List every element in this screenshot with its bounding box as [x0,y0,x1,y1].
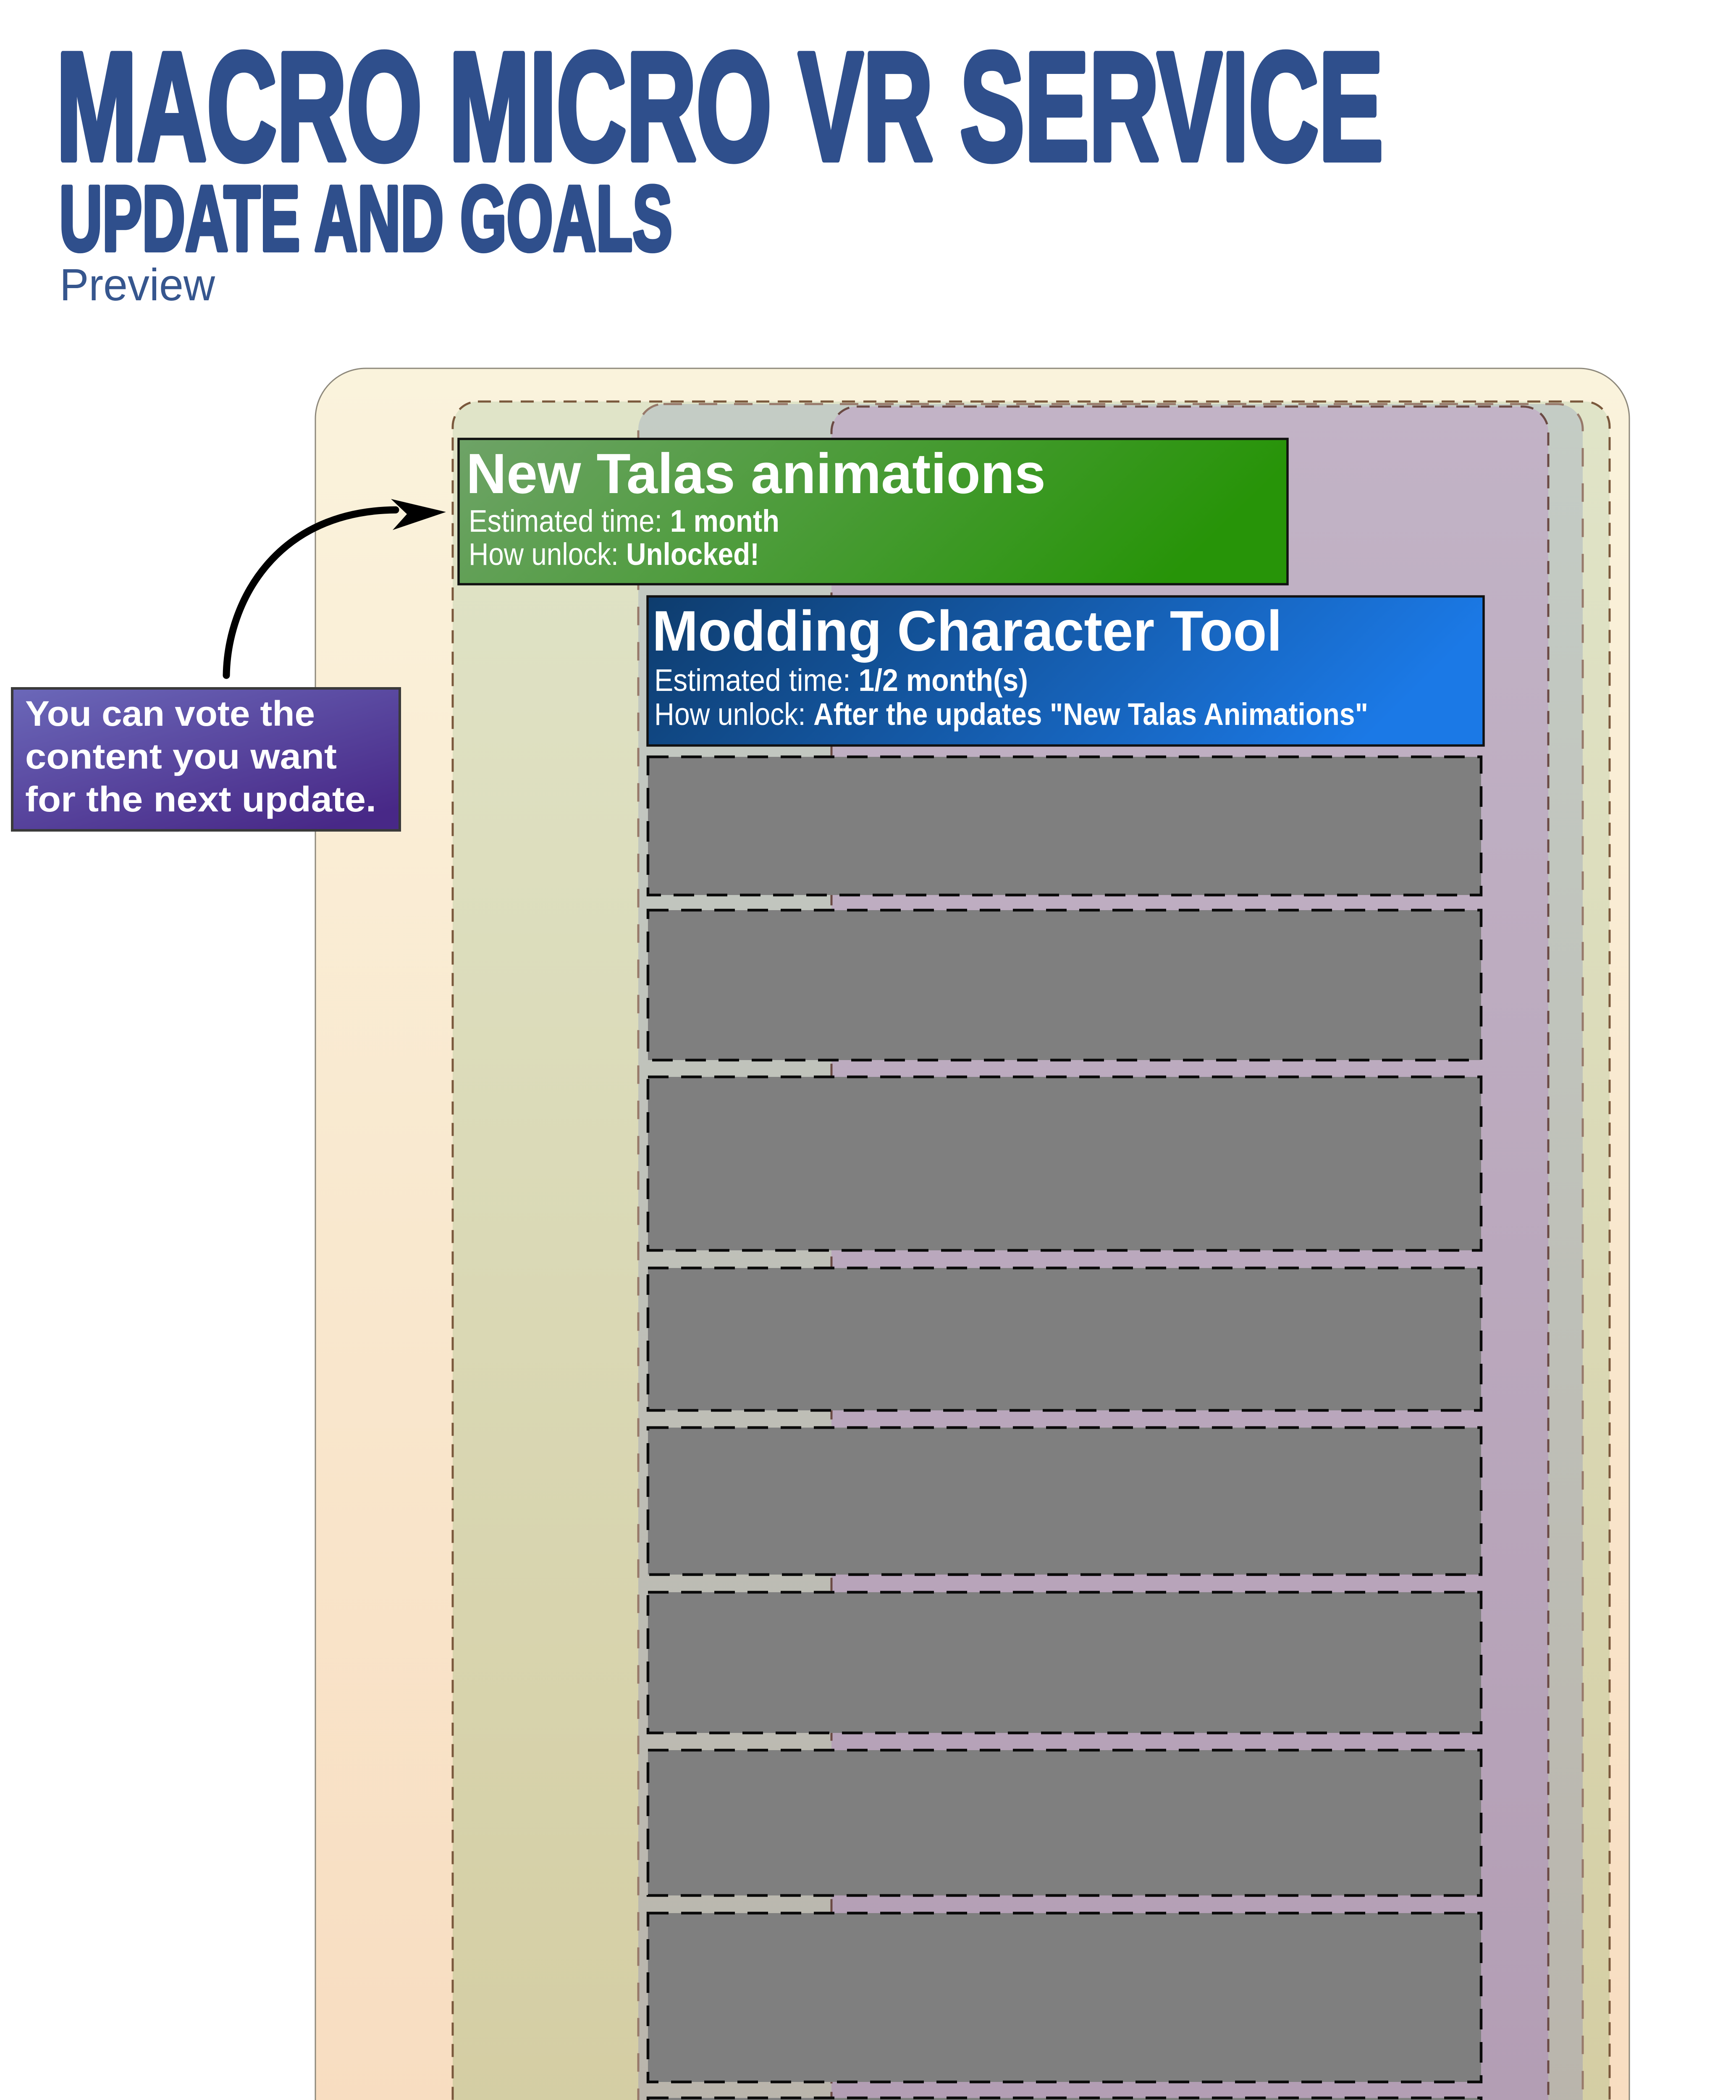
svg-text:How unlock: Unlocked!: How unlock: Unlocked! [469,537,759,572]
svg-text:UPDATE AND GOALS: UPDATE AND GOALS [59,167,672,270]
svg-text:How unlock: After the updates: How unlock: After the updates "New Talas… [654,697,1368,732]
svg-text:Preview: Preview [60,259,215,310]
svg-text:MACRO MICRO VR SERVICE: MACRO MICRO VR SERVICE [56,21,1383,192]
svg-text:You can vote the: You can vote the [25,694,315,733]
svg-text:New Talas animations: New Talas animations [466,442,1046,505]
svg-text:Estimated time: 1 month: Estimated time: 1 month [469,504,779,538]
svg-text:Modding Character Tool: Modding Character Tool [652,599,1282,663]
svg-text:for the next update.: for the next update. [25,780,376,819]
svg-text:content you want: content you want [25,737,337,776]
svg-text:Estimated time: 1/2 month(s): Estimated time: 1/2 month(s) [654,663,1028,698]
